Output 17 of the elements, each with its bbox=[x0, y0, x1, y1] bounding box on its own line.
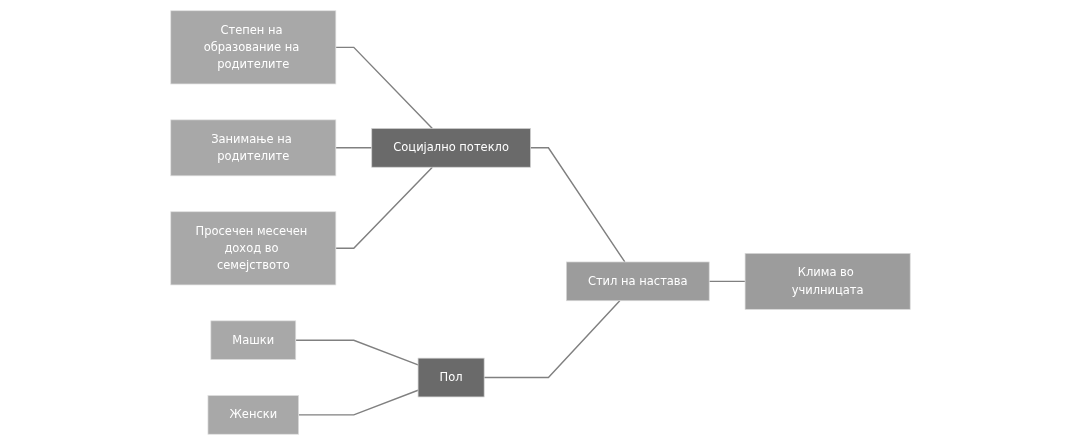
connector bbox=[335, 46, 434, 130]
connector bbox=[529, 147, 626, 263]
connector bbox=[335, 166, 434, 250]
connector bbox=[335, 147, 373, 149]
connector bbox=[483, 300, 621, 379]
node-box: Занимање на родителите bbox=[170, 119, 337, 177]
node-box: Машки bbox=[210, 320, 297, 360]
node-box: Женски bbox=[207, 395, 300, 435]
node-box: Социјално потекло bbox=[371, 128, 531, 168]
connector bbox=[708, 280, 746, 283]
node-box: Просечен месечен доход во семејството bbox=[170, 211, 337, 286]
node-box: Клима во училницата bbox=[744, 253, 911, 310]
connector bbox=[295, 339, 419, 366]
node-box: Пол bbox=[417, 357, 485, 398]
connector bbox=[297, 389, 419, 416]
node-box: Стил на настава bbox=[566, 261, 710, 302]
node-box: Степен на образование на родителите bbox=[170, 10, 337, 85]
